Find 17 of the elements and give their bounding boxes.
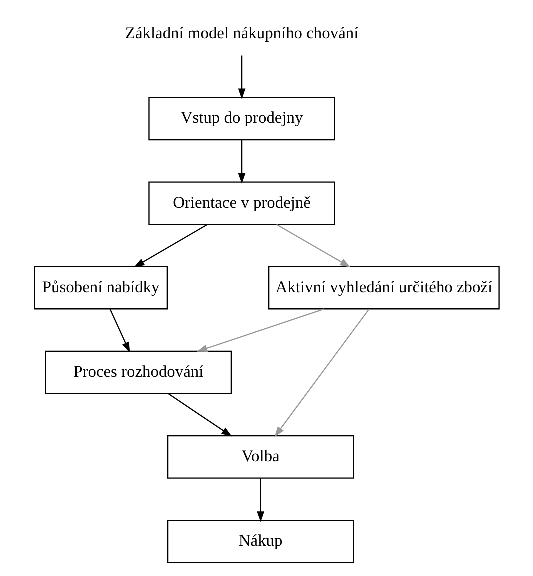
arrow [274, 308, 370, 438]
node-box: Působení nabídky [34, 266, 168, 310]
node-box: Nákup [166, 520, 354, 564]
arrow [276, 224, 350, 268]
node-box: Vstup do prodejny [148, 97, 335, 141]
arrow [134, 224, 208, 268]
node-box: Proces rozhodování [44, 350, 232, 394]
arrow [238, 140, 246, 184]
node-text: Základní model nákupního chování [124, 24, 358, 43]
node-box: Volba [166, 435, 354, 479]
arrow [109, 309, 130, 353]
arrow [238, 56, 246, 100]
arrow [168, 393, 232, 437]
node-box: Orientace v prodejně [148, 182, 335, 226]
arrow [256, 478, 264, 522]
node-box: Aktivní vyhledání určitého zboží [268, 266, 500, 310]
arrow [196, 308, 324, 352]
